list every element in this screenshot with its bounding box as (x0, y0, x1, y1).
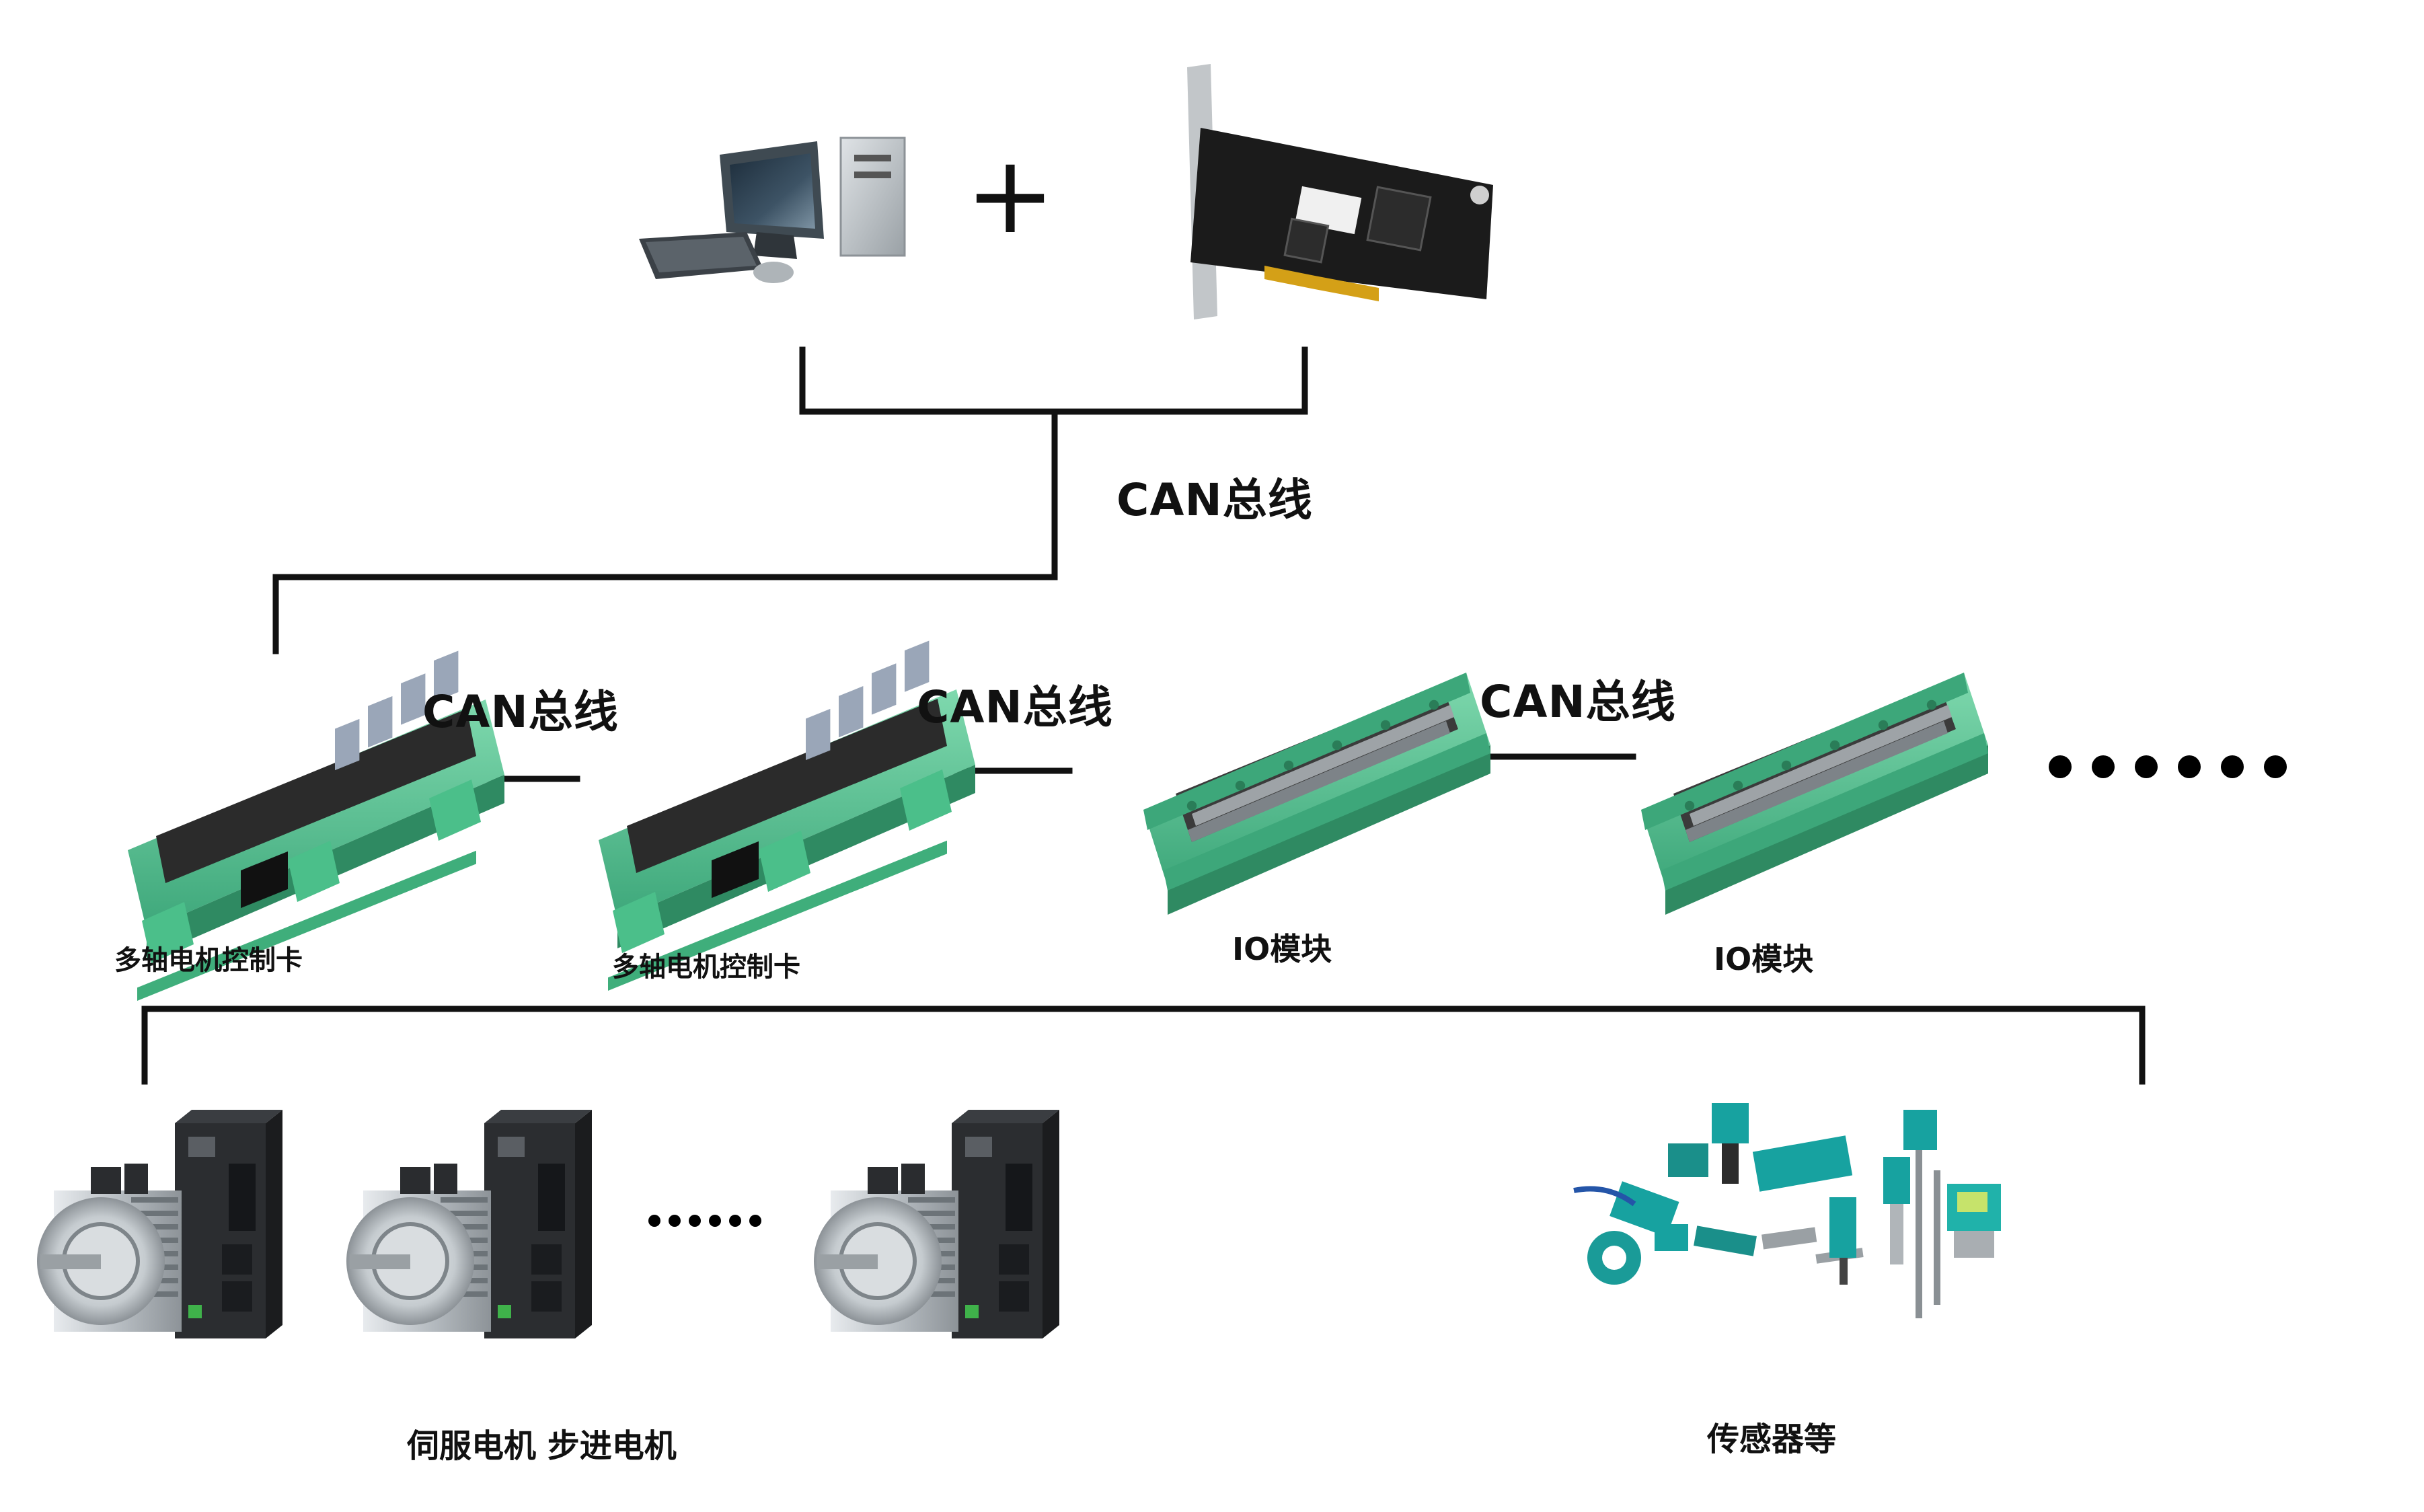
can-bus-label-2: CAN总线 (917, 681, 1113, 733)
pcie-can-card-icon (1187, 64, 1493, 319)
io-module-icon (1143, 673, 1490, 915)
servo-motor-drive-icon (37, 1110, 282, 1338)
ellipsis-dots (2049, 755, 2287, 778)
trunk-line (272, 408, 1058, 654)
connector-lines (141, 346, 2146, 1085)
node-label-io-1: IO模块 (1232, 931, 1332, 967)
servo-motor-drive-icon (814, 1110, 1059, 1338)
plus-sign: + (965, 132, 1056, 258)
computer-icon (639, 137, 906, 283)
node-label-multi-axis-1: 多轴电机控制卡 (114, 945, 303, 976)
servo-motor-drive-icon (346, 1110, 592, 1338)
sensors-label: 传感器等 (1707, 1421, 1837, 1458)
can-bus-label-top: CAN总线 (1116, 474, 1313, 526)
can-bus-label-1: CAN总线 (422, 686, 619, 738)
sensors-icon (1573, 1103, 2001, 1318)
top-bus-line (799, 346, 1308, 415)
io-module-icon (1641, 673, 1988, 915)
bottom-bus-line (141, 1006, 2146, 1085)
node-label-multi-axis-2: 多轴电机控制卡 (612, 952, 800, 983)
ellipsis-dots (648, 1215, 761, 1227)
can-bus-label-3: CAN总线 (1480, 676, 1676, 728)
motors-label: 伺服电机 步进电机 (407, 1427, 677, 1465)
node-label-io-2: IO模块 (1714, 941, 1814, 977)
